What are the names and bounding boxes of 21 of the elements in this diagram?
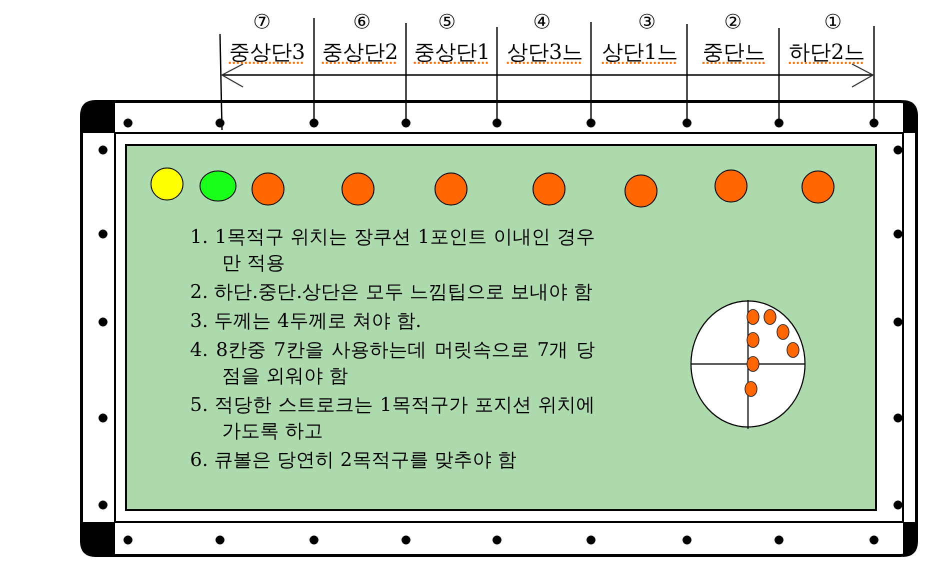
section-label: 중상단2 — [322, 40, 398, 64]
section-label: 하단2느 — [788, 40, 866, 64]
table-cloth — [125, 144, 877, 511]
instruction-text: 6. 큐볼은 당연히 2목적구를 맞추야 함 — [190, 448, 518, 473]
callout-number: ⑤ — [438, 10, 456, 34]
section-label: 중단느 — [702, 40, 766, 64]
instruction-text: 1. 1목적구 위치는 장쿠션 1포인트 이내인 경우만 적용 — [190, 225, 595, 276]
callout-number: ② — [724, 10, 742, 34]
instruction-text: 3. 두께는 4두께로 쳐야 함. — [190, 309, 422, 334]
instruction-text: 5. 적당한 스트로크는 1목적구가 포지션 위치에 가도록 하고 — [190, 393, 595, 444]
section-label: 상단3느 — [506, 40, 584, 64]
section-label: 중상단1 — [414, 40, 490, 64]
callout-number: ⑦ — [253, 10, 271, 34]
instruction-text: 4. 8칸중 7칸을 사용하는데 머릿속으로 7개 당점을 외워야 함 — [190, 338, 595, 389]
instruction-text: 2. 하단.중단.상단은 모두 느낌팁으로 보내야 함 — [190, 280, 594, 305]
section-label: 중상단3 — [228, 40, 306, 64]
section-label: 상단1느 — [602, 40, 678, 64]
callout-number: ④ — [533, 10, 551, 34]
callout-number: ③ — [638, 10, 656, 34]
callout-number: ① — [824, 10, 842, 34]
callout-number: ⑥ — [353, 10, 371, 34]
